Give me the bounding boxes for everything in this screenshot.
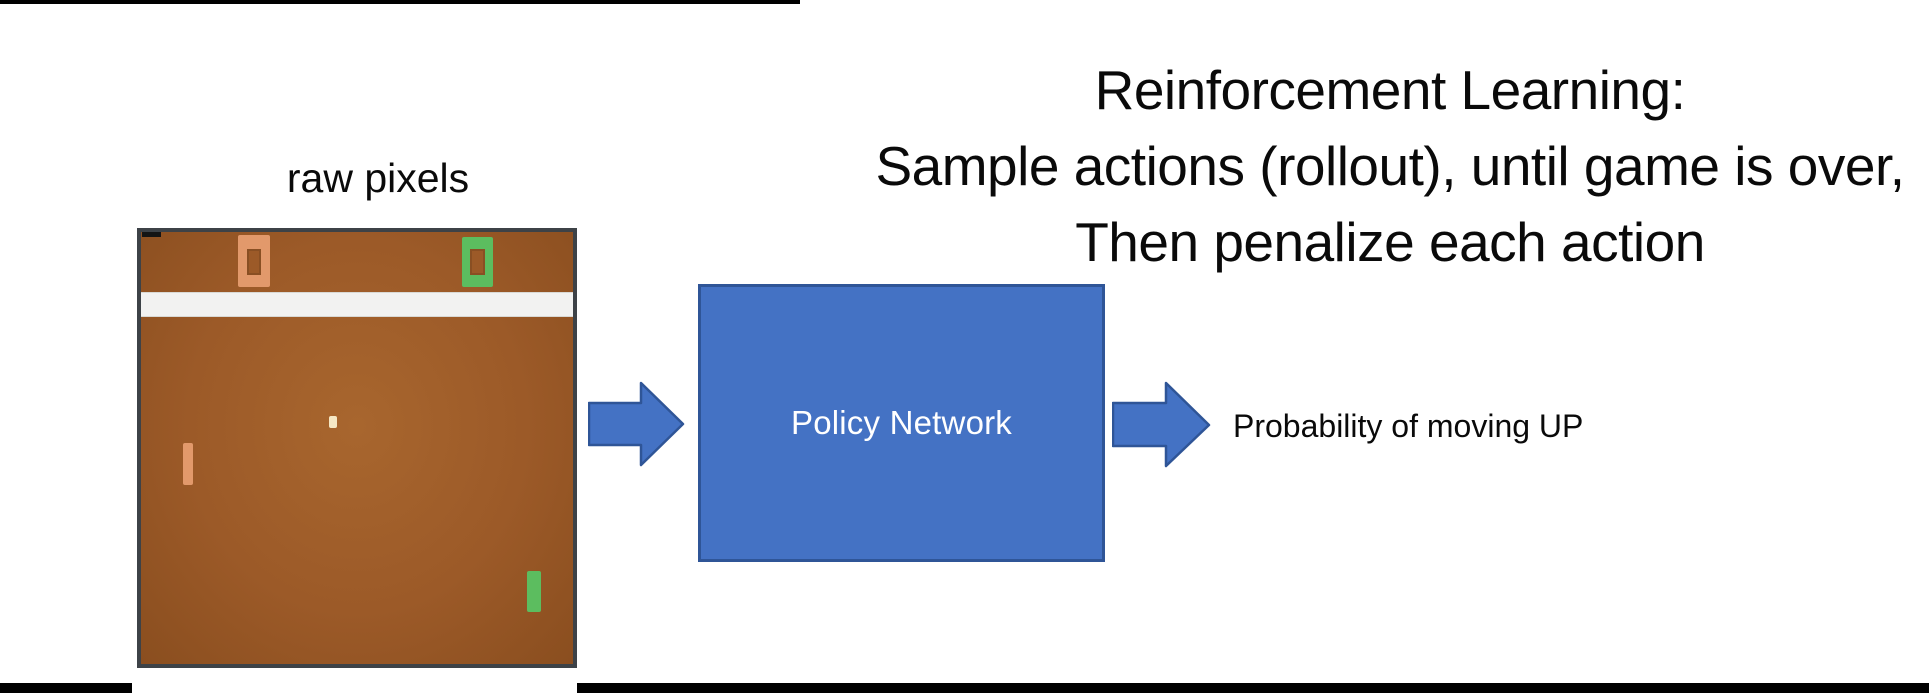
top-black-bar	[0, 0, 800, 4]
score-zero-hole	[470, 249, 485, 275]
title-line-2: Sample actions (rollout), until game is …	[875, 135, 1905, 197]
pong-game-screenshot	[137, 228, 577, 668]
right-player-score-zero	[462, 237, 493, 287]
right-paddle	[527, 571, 541, 612]
probability-output-label: Probability of moving UP	[1233, 408, 1584, 444]
left-player-score-zero	[238, 235, 270, 287]
policy-network-label: Policy Network	[790, 404, 1013, 441]
slide-title: Reinforcement Learning: Sample actions (…	[830, 52, 1929, 280]
bottom-black-bar-right	[576, 683, 1929, 693]
title-line-3: Then penalize each action	[1075, 211, 1705, 273]
left-paddle	[183, 443, 193, 485]
game-corner-dash	[142, 232, 161, 237]
policy-network-box: Policy Network	[698, 284, 1105, 562]
right-arrow-icon	[1112, 381, 1211, 468]
bottom-black-bar-left	[0, 683, 132, 693]
score-zero-hole	[247, 249, 261, 275]
pong-ball	[329, 416, 337, 428]
title-line-1: Reinforcement Learning:	[1094, 59, 1686, 121]
right-arrow-icon	[588, 381, 685, 467]
raw-pixels-caption: raw pixels	[286, 155, 470, 201]
game-top-white-band	[141, 292, 573, 317]
